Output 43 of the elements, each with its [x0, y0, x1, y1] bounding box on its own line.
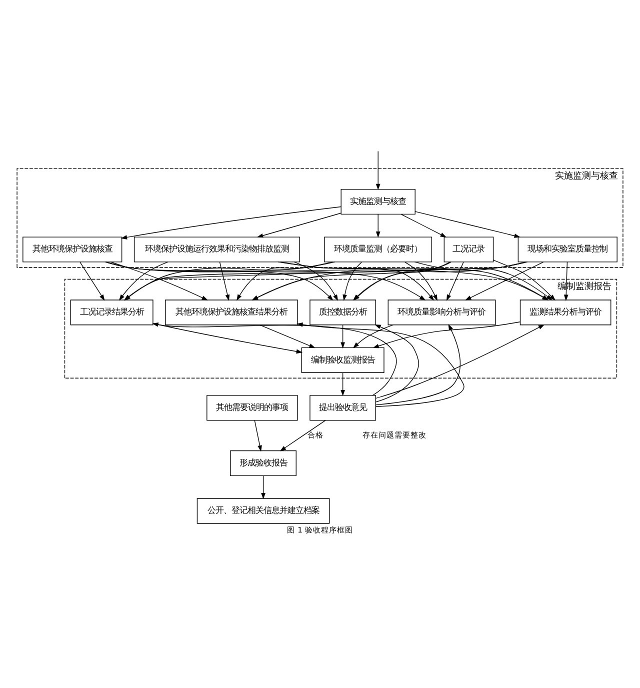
- arrow: [376, 150, 380, 190]
- node-box: 其他环境保护设施核查: [22, 236, 122, 262]
- arrow: [376, 324, 461, 406]
- arrow: [340, 372, 345, 396]
- node-box: 环境质量影响分析与评价: [388, 300, 496, 326]
- node-box: 质控数据分析: [310, 300, 376, 326]
- node-box: 监测结果分析与评价: [520, 300, 612, 326]
- arrow: [400, 214, 447, 238]
- arrow: [404, 262, 438, 301]
- arrow: [120, 206, 342, 240]
- arrow: [340, 324, 345, 348]
- arrow: [564, 262, 568, 301]
- arrow: [375, 324, 545, 399]
- node-box: 环境质量监测（必要时）: [324, 236, 432, 262]
- arrow: [152, 323, 303, 354]
- node-box: 提出验收意见: [310, 395, 376, 421]
- arrow: [294, 262, 338, 301]
- arrow: [152, 322, 397, 396]
- arrow: [280, 420, 326, 452]
- arrow: [260, 324, 316, 348]
- node-box: 实施监测与核查: [340, 188, 416, 215]
- arrow: [374, 324, 419, 402]
- node-box: 其他需要说明的事项: [206, 395, 298, 421]
- node-box: 工况记录结果分析: [70, 300, 154, 326]
- node-box: 环境保护设施运行效果和污染物排放监测: [134, 236, 300, 262]
- arrow: [414, 211, 521, 238]
- node-box: 工况记录: [444, 236, 494, 262]
- arrow: [352, 324, 394, 348]
- arrow: [236, 262, 333, 301]
- arrow: [256, 212, 342, 238]
- arrow: [465, 262, 544, 300]
- arrow: [446, 262, 464, 301]
- arrow: [261, 476, 266, 500]
- arrow: [376, 214, 380, 238]
- node-box: 公开、登记相关信息并建立档案: [196, 498, 330, 524]
- node-box: 现场和实验室质量控制: [518, 236, 618, 262]
- arrow: [372, 322, 520, 348]
- arrow: [296, 322, 464, 407]
- node-box: 编制验收监测报告: [301, 347, 384, 373]
- arrow: [219, 262, 230, 301]
- arrow: [254, 420, 262, 452]
- node-box: 形成验收报告: [230, 450, 296, 476]
- node-box: 其他环境保护设施核查结果分析: [165, 300, 298, 326]
